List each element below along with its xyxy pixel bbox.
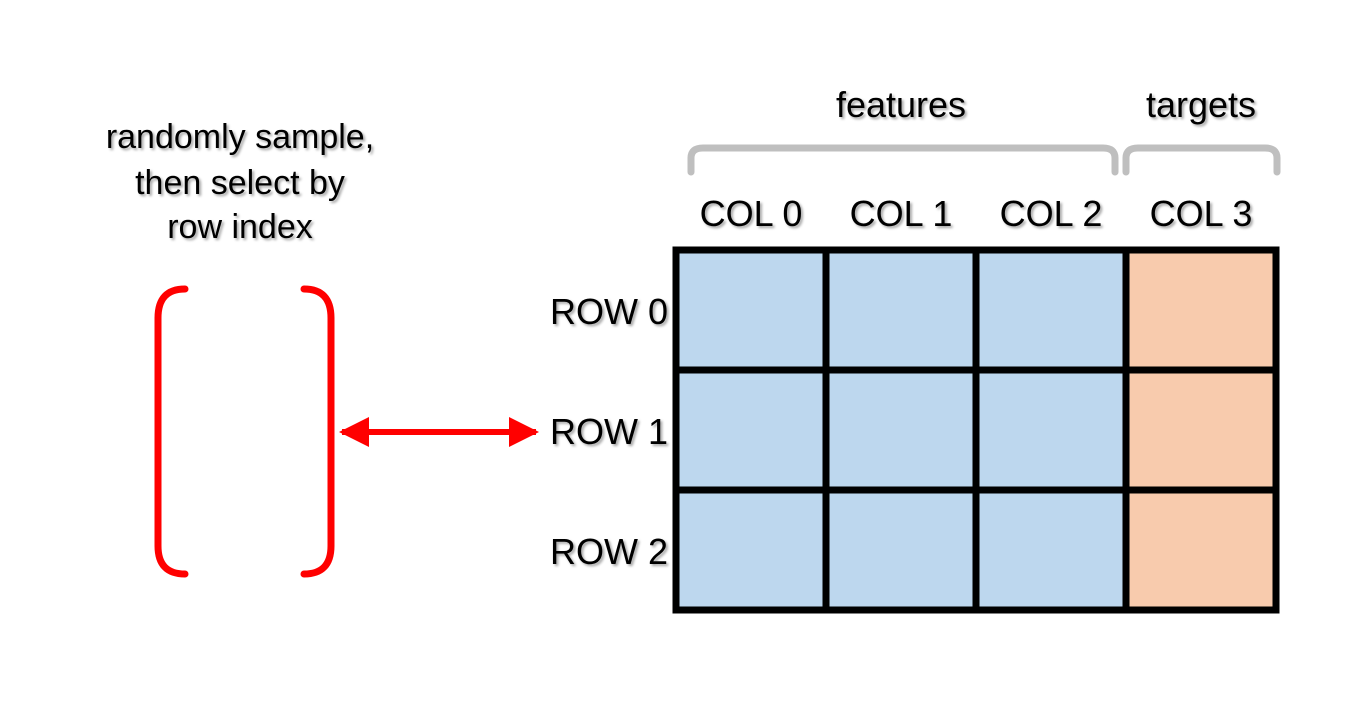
- feature-cell: [672, 246, 830, 374]
- feature-cell: [822, 486, 980, 614]
- features-brace: [687, 144, 1119, 176]
- features-label: features: [836, 84, 966, 125]
- caption-line-1: randomly sample,: [106, 118, 374, 156]
- selector-left-bracket: [154, 285, 189, 578]
- group-labels: features targets: [836, 84, 1256, 125]
- column-headers: COL 0 COL 1 COL 2 COL 3: [700, 193, 1253, 234]
- row-selector: [154, 285, 539, 578]
- feature-cell: [822, 366, 980, 494]
- target-cell: [1122, 246, 1280, 374]
- selector-right-bracket: [300, 285, 335, 578]
- row-label: ROW 1: [550, 411, 668, 452]
- column-header: COL 0: [700, 193, 803, 234]
- data-grid: [672, 246, 1280, 614]
- row-labels: ROW 0 ROW 1 ROW 2: [550, 291, 668, 572]
- feature-cell: [822, 246, 980, 374]
- caption-line-2: then select by: [135, 164, 345, 202]
- feature-cell: [972, 486, 1130, 614]
- column-header: COL 3: [1150, 193, 1253, 234]
- row-label: ROW 2: [550, 531, 668, 572]
- target-cell: [1122, 486, 1280, 614]
- feature-cell: [972, 246, 1130, 374]
- feature-cell: [672, 366, 830, 494]
- feature-cell: [972, 366, 1130, 494]
- caption: randomly sample, then select by row inde…: [106, 118, 374, 246]
- row-label: ROW 0: [550, 291, 668, 332]
- column-header: COL 1: [850, 193, 953, 234]
- target-cell: [1122, 366, 1280, 494]
- targets-brace: [1122, 144, 1281, 176]
- targets-label: targets: [1146, 84, 1256, 125]
- group-braces: [687, 144, 1281, 176]
- column-header: COL 2: [1000, 193, 1103, 234]
- caption-line-3: row index: [167, 208, 313, 246]
- feature-cell: [672, 486, 830, 614]
